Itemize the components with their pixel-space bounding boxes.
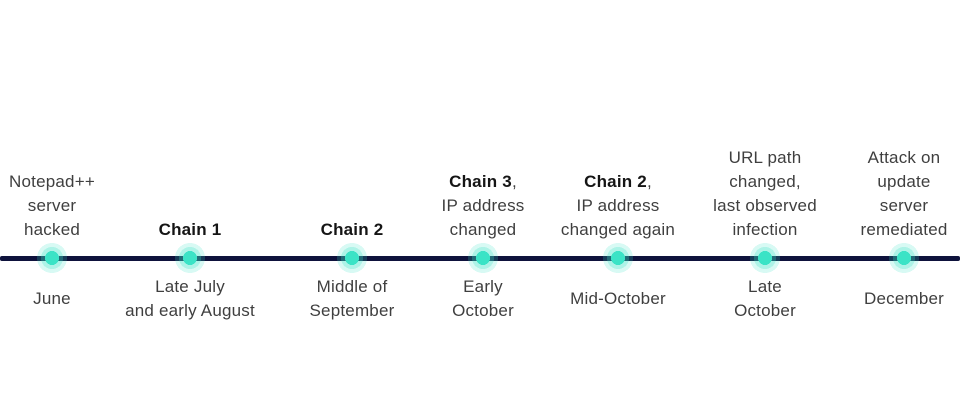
event-title-text: , IP address changed [441,172,525,239]
timeline-dot [174,242,206,274]
event-title-bold: Chain 1 [158,220,222,239]
event-title-bold: Chain 2 [320,220,384,239]
timeline-event-chain2: Chain 2 Middle of September [267,0,437,420]
event-title-text: , IP address changed again [560,172,676,239]
event-date: Early October [452,277,514,320]
timeline-dot [467,242,499,274]
event-date: June [33,289,71,308]
event-date: Late July and early August [125,277,255,320]
event-title: Chain 2, IP address changed again [533,170,703,242]
event-title: Chain 1 [105,218,275,242]
timeline-event-url-path-changed: URL path changed, last observed infectio… [680,0,850,420]
event-title-bold: Chain 3 [449,172,512,191]
timeline-event-june: Notepad++ server hacked June [0,0,137,420]
event-title: Chain 2 [267,218,437,242]
timeline-event-remediated: Attack on update server remediated Decem… [819,0,960,420]
timeline-event-chain2-ip-changed-again: Chain 2, IP address changed again Mid-Oc… [533,0,703,420]
event-title-text: URL path changed, last observed infectio… [713,148,817,239]
event-title-bold: Chain 2 [584,172,647,191]
timeline-dot [888,242,920,274]
event-date: Mid-October [570,289,666,308]
timeline-dot [749,242,781,274]
event-title: Chain 3, IP address changed [398,170,568,242]
event-date: December [863,289,945,308]
timeline-dot [336,242,368,274]
timeline-dot [602,242,634,274]
event-date: Late October [734,277,796,320]
event-title-text: Notepad++ server hacked [9,172,95,239]
event-title: Notepad++ server hacked [0,170,137,242]
event-date: Middle of September [309,277,395,320]
event-title: URL path changed, last observed infectio… [680,146,850,242]
event-title: Attack on update server remediated [819,146,960,242]
event-title-text: Attack on update server remediated [860,148,948,239]
timeline-event-chain1: Chain 1 Late July and early August [105,0,275,420]
timeline-event-chain3-ip-changed: Chain 3, IP address changed Early Octobe… [398,0,568,420]
timeline-dot [36,242,68,274]
